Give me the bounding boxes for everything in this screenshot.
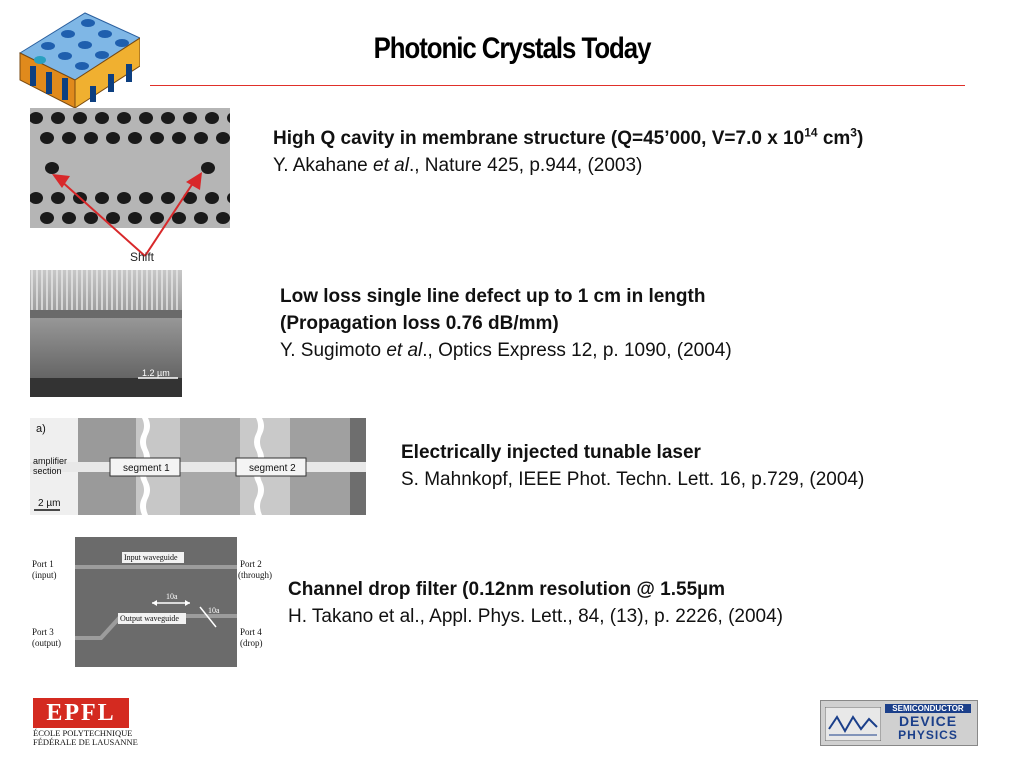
scale-label: 2 µm: [38, 498, 60, 509]
item-1-heading: High Q cavity in membrane structure (Q=4…: [273, 125, 864, 149]
panel-label: a): [36, 423, 46, 435]
epfl-line-2: FÉDÉRALE DE LAUSANNE: [33, 737, 138, 747]
item-2-reference: Y. Sugimoto et al., Optics Express 12, p…: [280, 340, 732, 361]
page-title: Photonic Crystals Today: [373, 32, 652, 65]
shift-label: Shift: [130, 250, 155, 264]
epfl-logo: EPFL ÉCOLE POLYTECHNIQUE FÉDÉRALE DE LAU…: [33, 698, 138, 747]
port-4-label: Port 4: [240, 627, 262, 637]
item-2-caption: Low loss single line defect up to 1 cm i…: [280, 283, 1000, 364]
port-2-sub: (through): [238, 570, 272, 580]
membrane-cavity-image: Shift: [30, 108, 230, 268]
item-1-caption: High Q cavity in membrane structure (Q=4…: [273, 125, 1003, 179]
item-2-heading-line2: (Propagation loss 0.76 dB/mm): [280, 313, 559, 334]
semiconductor-device-physics-logo: SEMICONDUCTOR DEVICE PHYSICS: [820, 700, 978, 746]
port-4-sub: (drop): [240, 638, 263, 648]
dimension-label: 10a: [166, 592, 178, 601]
item-3-caption: Electrically injected tunable laser S. M…: [401, 439, 1001, 493]
device-symbol-icon: [825, 707, 881, 741]
sdp-line-2: DEVICE: [898, 713, 958, 729]
amplifier-label: amplifier: [33, 456, 67, 466]
dimension-label-2: 10a: [208, 606, 220, 615]
item-3-heading: Electrically injected tunable laser: [401, 442, 701, 463]
item-4-reference: H. Takano et al., Appl. Phys. Lett., 84,…: [288, 606, 784, 627]
section-label: section: [33, 466, 62, 476]
item-4-caption: Channel drop filter (0.12nm resolution @…: [288, 576, 1008, 630]
item-1-reference: Y. Akahane et al., Nature 425, p.944, (2…: [273, 155, 643, 176]
port-3-label: Port 3: [32, 627, 54, 637]
epfl-line-1: ÉCOLE POLYTECHNIQUE: [33, 728, 133, 738]
line-defect-sem-image: 1.2 µm: [30, 270, 182, 397]
scale-label: 1.2 µm: [142, 368, 170, 378]
channel-drop-filter-image: Input waveguide Output waveguide 10a 10a…: [30, 535, 285, 668]
port-1-sub: (input): [32, 570, 57, 580]
sdp-line-3: PHYSICS: [898, 728, 958, 742]
input-waveguide-label: Input waveguide: [124, 553, 178, 562]
title-divider: [150, 85, 965, 86]
output-waveguide-label: Output waveguide: [120, 614, 179, 623]
sdp-line-1: SEMICONDUCTOR: [885, 704, 971, 713]
epfl-wordmark: EPFL: [33, 698, 129, 728]
photonic-crystal-logo: [10, 8, 142, 109]
segment-2-label: segment 2: [249, 463, 296, 474]
tunable-laser-image: segment 1 segment 2 a) amplifier section…: [30, 418, 366, 515]
port-2-label: Port 2: [240, 559, 262, 569]
port-3-sub: (output): [32, 638, 61, 648]
item-3-reference: S. Mahnkopf, IEEE Phot. Techn. Lett. 16,…: [401, 469, 865, 490]
item-4-heading: Channel drop filter (0.12nm resolution @…: [288, 579, 725, 600]
item-2-heading-line1: Low loss single line defect up to 1 cm i…: [280, 286, 706, 307]
segment-1-label: segment 1: [123, 463, 170, 474]
port-1-label: Port 1: [32, 559, 54, 569]
